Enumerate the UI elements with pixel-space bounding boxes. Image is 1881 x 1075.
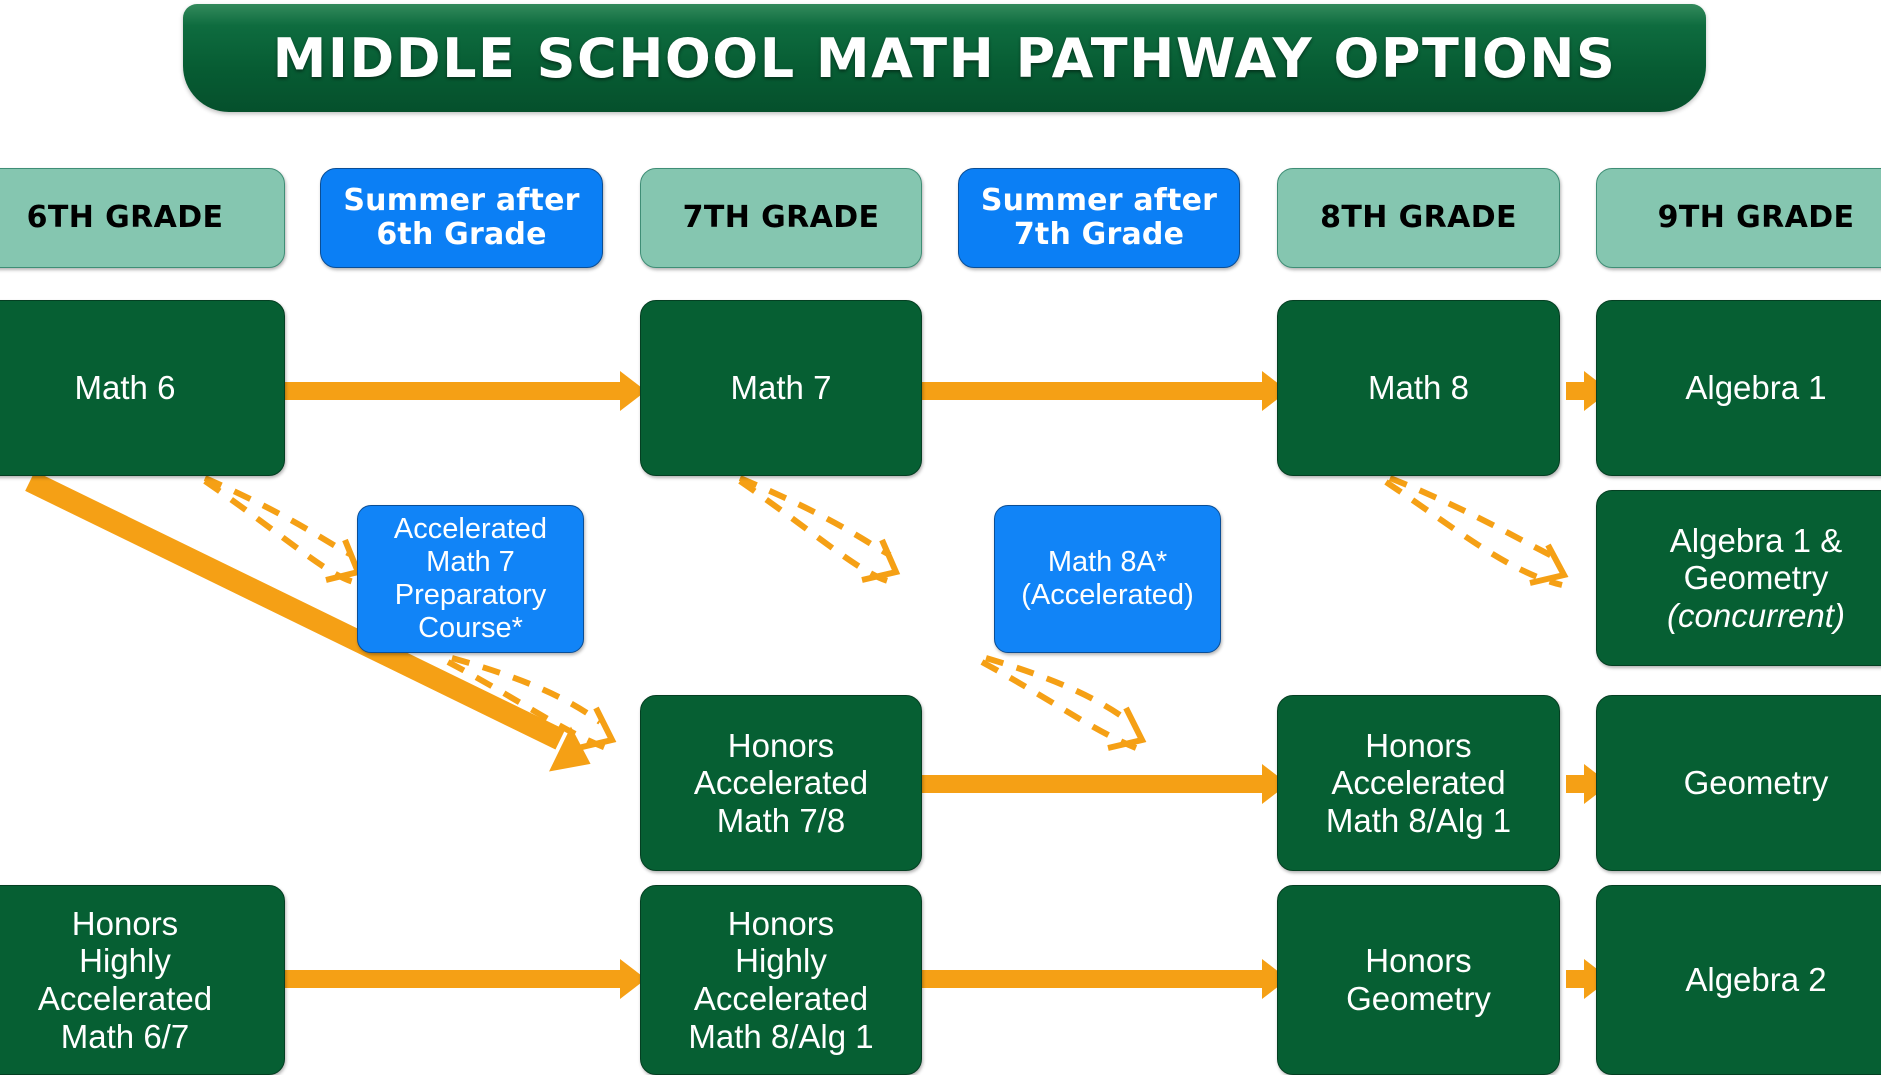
column-header-grade6: 6TH GRADE — [0, 168, 285, 268]
alg1-geom-concurrent-note: (concurrent) — [1667, 596, 1845, 634]
course-algebra-1[interactable]: Algebra 1 — [1596, 300, 1881, 476]
diagram-title-banner: MIDDLE SCHOOL MATH PATHWAY OPTIONS — [183, 4, 1706, 112]
column-header-grade8: 8TH GRADE — [1277, 168, 1560, 268]
course-algebra-2-label: Algebra 2 — [1685, 961, 1827, 999]
arrow-math7-math8 — [922, 382, 1266, 400]
course-math-8a[interactable]: Math 8A*(Accelerated) — [994, 505, 1221, 653]
dash-math6-to-prep-a — [203, 475, 354, 558]
alg1-geom-line2: Geometry — [1683, 559, 1829, 597]
course-algebra-2[interactable]: Algebra 2 — [1596, 885, 1881, 1075]
course-math-7-label: Math 7 — [730, 369, 832, 407]
course-math-6[interactable]: Math 6 — [0, 300, 285, 476]
course-math-6-label: Math 6 — [74, 369, 176, 407]
dash-arrowhead-alggeo — [1529, 543, 1569, 586]
course-algebra1-geometry-label: Algebra 1 & Geometry (concurrent) — [1597, 522, 1881, 635]
dash-math8-to-alggeo-a — [1388, 475, 1558, 561]
alg1-geom-line1: Algebra 1 & — [1669, 521, 1843, 559]
arrow-hon78-hon8alg1 — [922, 775, 1266, 793]
column-header-grade7: 7TH GRADE — [640, 168, 922, 268]
course-algebra-1-label: Algebra 1 — [1685, 369, 1827, 407]
dash-arrowhead-hon8alg1 — [1107, 706, 1147, 751]
dash-arrowhead-math8a — [861, 538, 901, 583]
course-geometry[interactable]: Geometry — [1596, 695, 1881, 871]
dash-math8a-to-hon8alg1-b — [980, 659, 1138, 751]
course-geometry-label: Geometry — [1683, 764, 1829, 802]
course-math-8[interactable]: Math 8 — [1277, 300, 1560, 476]
dash-math8a-to-hon8alg1-a — [985, 655, 1132, 725]
column-header-grade7-label: 7TH GRADE — [682, 199, 880, 235]
column-header-grade8-label: 8TH GRADE — [1320, 199, 1517, 235]
dash-math7-to-math8a-b — [738, 478, 897, 586]
arrow-math6-math7 — [284, 382, 624, 400]
course-math-7[interactable]: Math 7 — [640, 300, 922, 476]
course-math-8-label: Math 8 — [1368, 369, 1469, 407]
column-header-grade9-label: 9TH GRADE — [1657, 199, 1855, 235]
dash-math8-to-alggeo-b — [1384, 479, 1563, 588]
course-algebra1-geometry-concurrent[interactable]: Algebra 1 & Geometry (concurrent) — [1596, 490, 1881, 666]
column-header-grade9: 9TH GRADE — [1596, 168, 1881, 268]
dash-arrowhead-prep — [325, 538, 363, 583]
arrow-honhi67-honhi8alg1 — [284, 970, 624, 988]
dash-math7-to-math8a-a — [738, 475, 892, 558]
column-header-grade6-label: 6TH GRADE — [26, 199, 224, 235]
course-math-8a-label: Math 8A*(Accelerated) — [1021, 545, 1194, 611]
page-title: MIDDLE SCHOOL MATH PATHWAY OPTIONS — [272, 26, 1617, 90]
arrow-honhi8alg1-hongeom — [922, 970, 1266, 988]
